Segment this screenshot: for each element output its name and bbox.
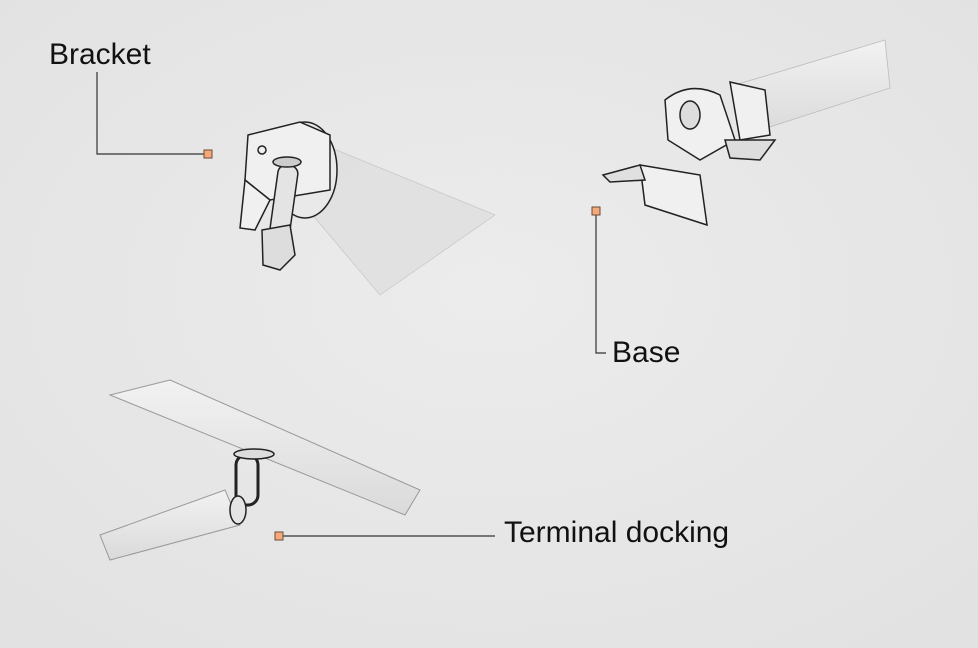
base-marker <box>591 206 601 216</box>
base-illustration <box>601 39 891 227</box>
leader-lines <box>96 72 606 537</box>
terminal-docking-illustration <box>99 379 421 561</box>
bracket-label: Bracket <box>49 38 151 71</box>
terminal-docking-marker <box>274 531 284 541</box>
bracket-illustration <box>239 121 496 296</box>
terminal-docking-label: Terminal docking <box>504 516 730 549</box>
base-label: Base <box>612 336 681 369</box>
base-leader-line <box>595 215 606 354</box>
bracket-marker <box>203 149 213 159</box>
bracket-leader-line <box>96 72 204 155</box>
